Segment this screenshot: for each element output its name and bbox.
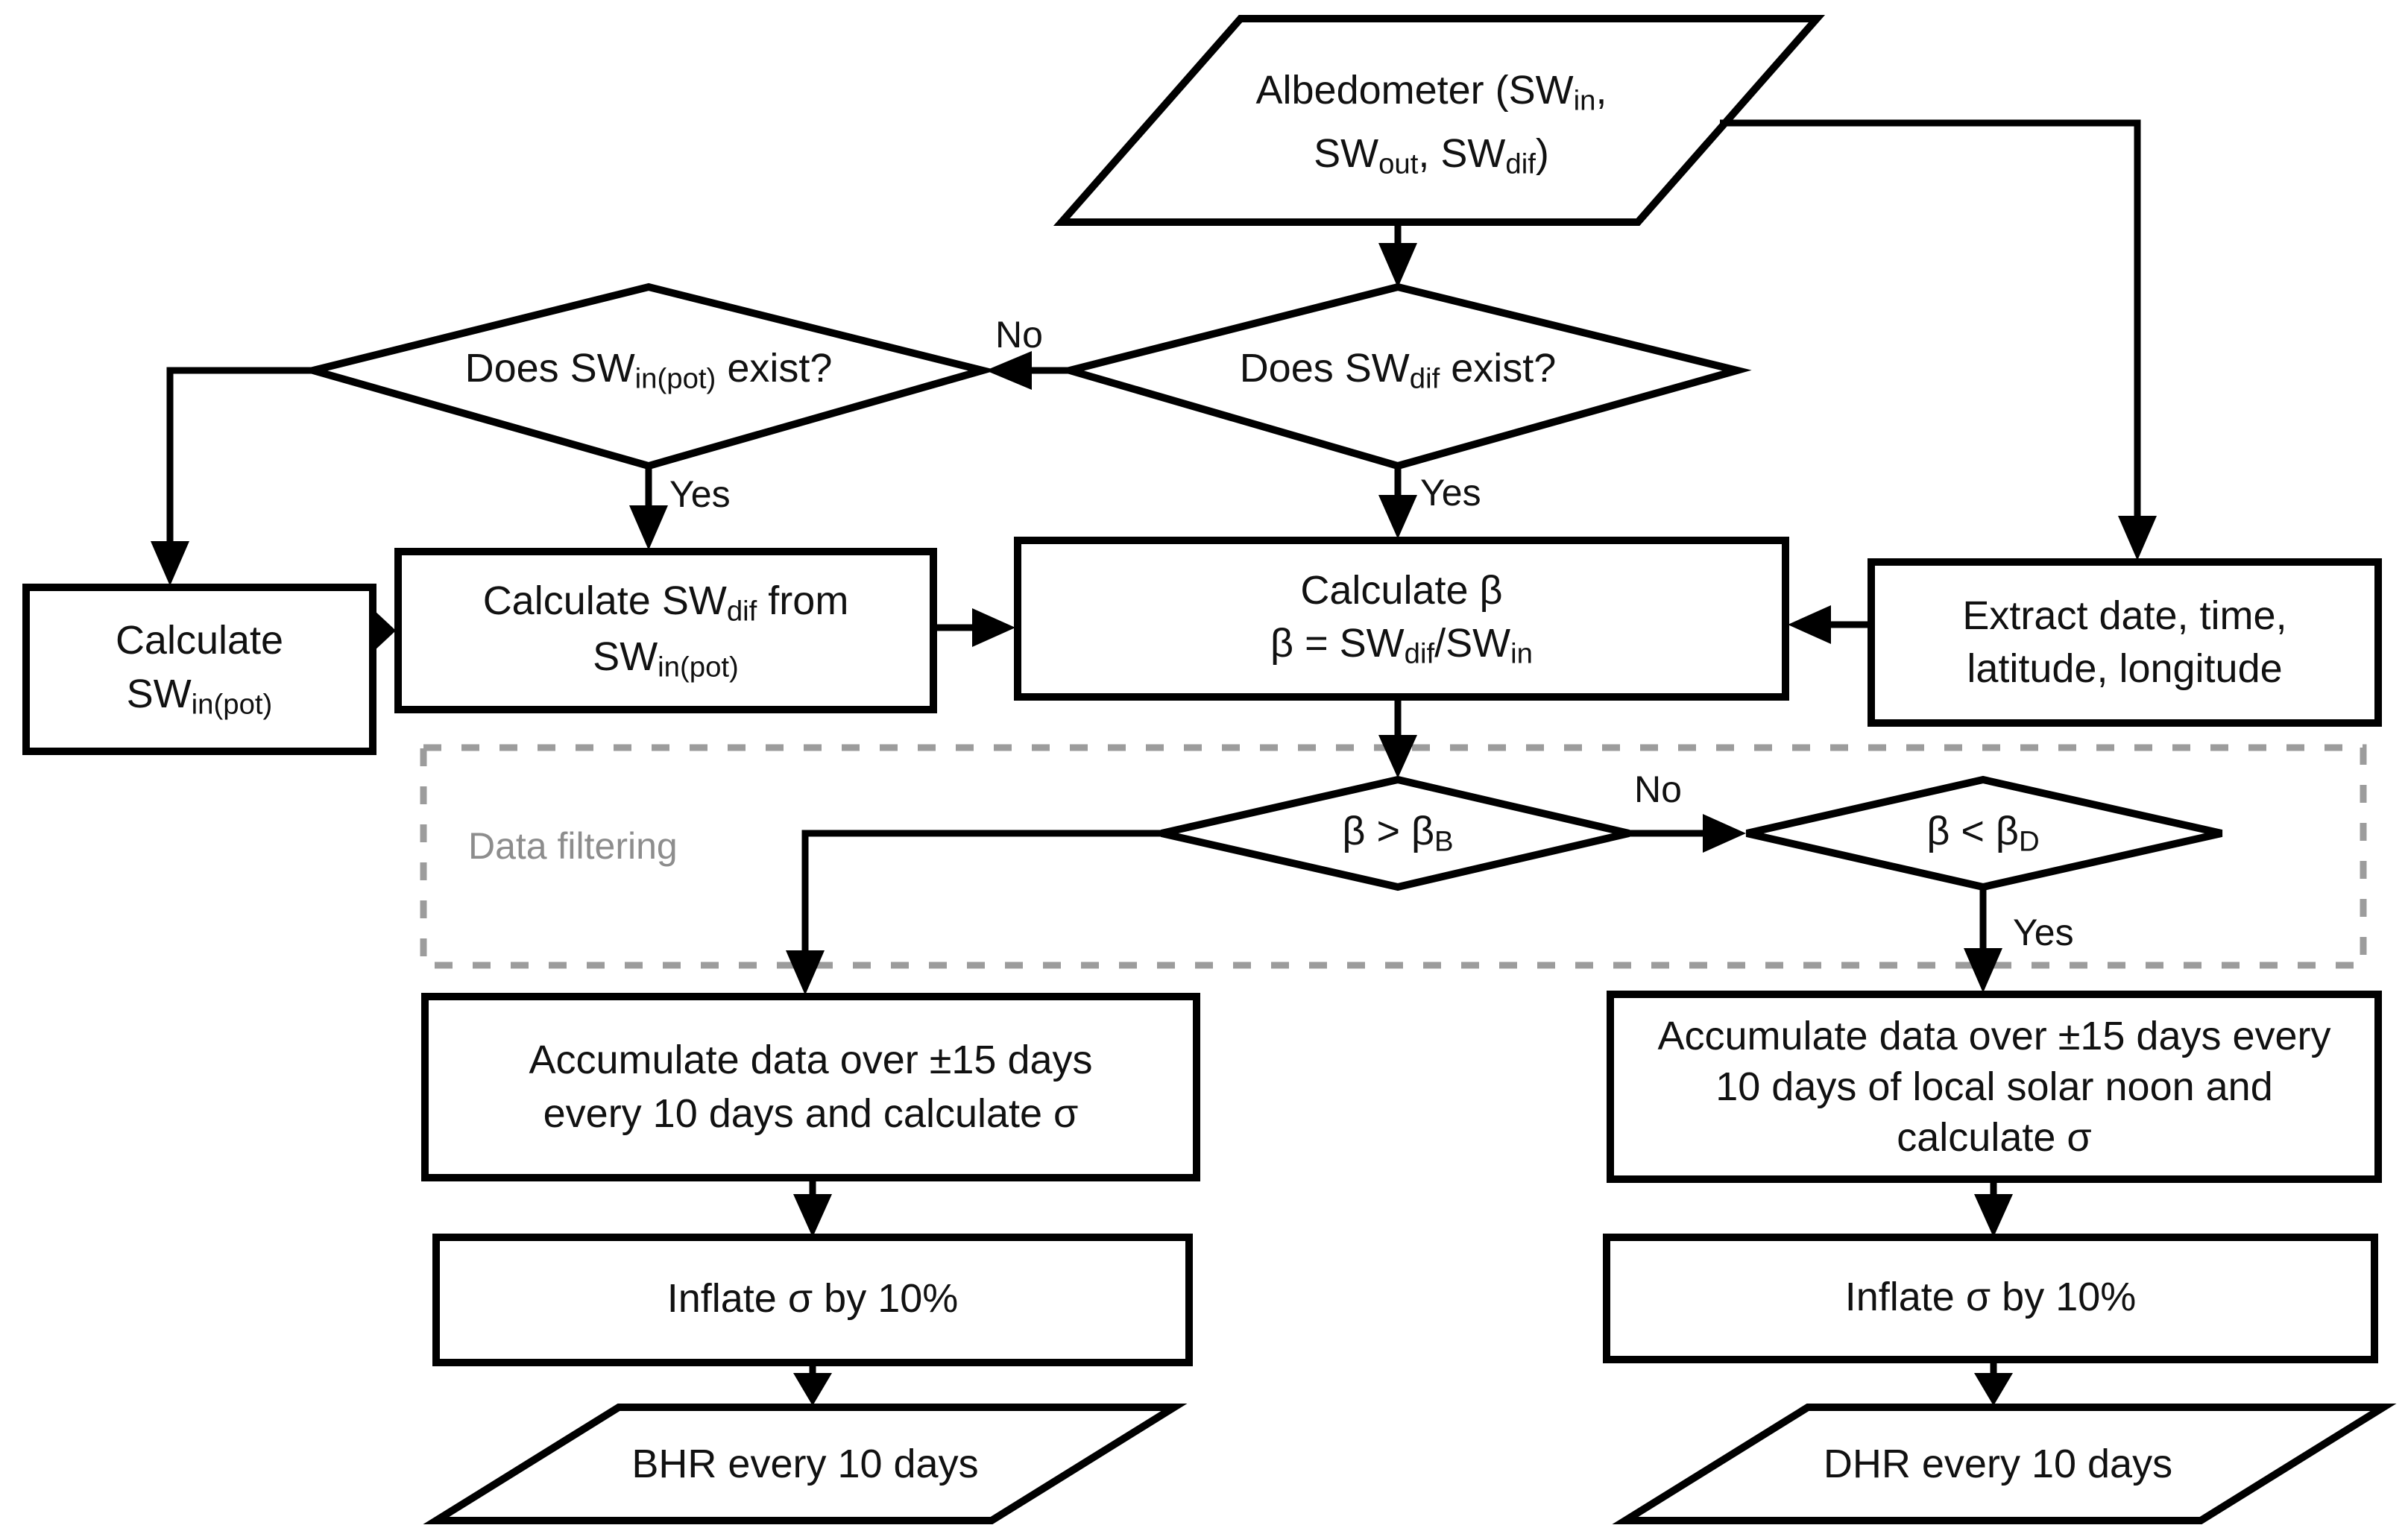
edge-label-yes-beta: Yes (2013, 912, 2074, 953)
calc-swdif-box (394, 548, 937, 713)
output-bhr-parallelogram (423, 1404, 1188, 1524)
output-dhr-parallelogram (1612, 1404, 2397, 1524)
calc-swdif-label: Calculate SWdif from SWin(pot) (482, 578, 849, 684)
output-bhr-label: BHR every 10 days (631, 1442, 979, 1487)
flow-connectors (166, 119, 2141, 1373)
calc-swinpot-label: Calculate SWin(pot) (115, 618, 284, 721)
accumulate-dhr-label: Accumulate data over ±15 days every 10 d… (1657, 1013, 2331, 1161)
albedometer-label: Albedometer (SWin, SWout, SWdif) (1255, 68, 1607, 180)
edge-label-no-beta: No (1634, 768, 1682, 810)
calc-swinpot-box (22, 584, 376, 755)
data-filtering-label: Data filtering (468, 825, 678, 867)
decision-swinpot-label: Does SWin(pot) exist? (464, 346, 833, 395)
inflate-dhr-label: Inflate σ by 10% (1844, 1275, 2137, 1320)
data-filtering-group-box (420, 744, 2367, 969)
filter-beta-b-diamond (1160, 775, 1630, 891)
calc-beta-box (1014, 537, 1789, 701)
extract-label: Extract date, time, latitude, longitude (1962, 593, 2287, 691)
accumulate-bhr-box (421, 993, 1200, 1181)
calc-beta-label: Calculate β β = SWdif/SWin (1270, 567, 1533, 670)
flow-arrowheads (151, 243, 2157, 1406)
filter-beta-b-label: β > βB (1342, 809, 1454, 858)
output-dhr-label: DHR every 10 days (1823, 1442, 2173, 1487)
accumulate-bhr-label: Accumulate data over ±15 days every 10 d… (529, 1038, 1093, 1136)
decision-swdif-label: Does SWdif exist? (1239, 346, 1557, 395)
albedometer-parallelogram (1053, 15, 1826, 226)
inflate-bhr-label: Inflate σ by 10% (666, 1276, 959, 1322)
accumulate-dhr-box (1607, 991, 2382, 1183)
edge-label-yes-swdif: Yes (1420, 472, 1481, 514)
edge-label-no-swdif: No (995, 314, 1043, 356)
inflate-dhr-box (1603, 1234, 2378, 1363)
edge-label-yes-swinpot: Yes (669, 473, 731, 515)
filter-beta-d-label: β < βD (1926, 809, 2040, 858)
extract-box (1868, 558, 2382, 727)
